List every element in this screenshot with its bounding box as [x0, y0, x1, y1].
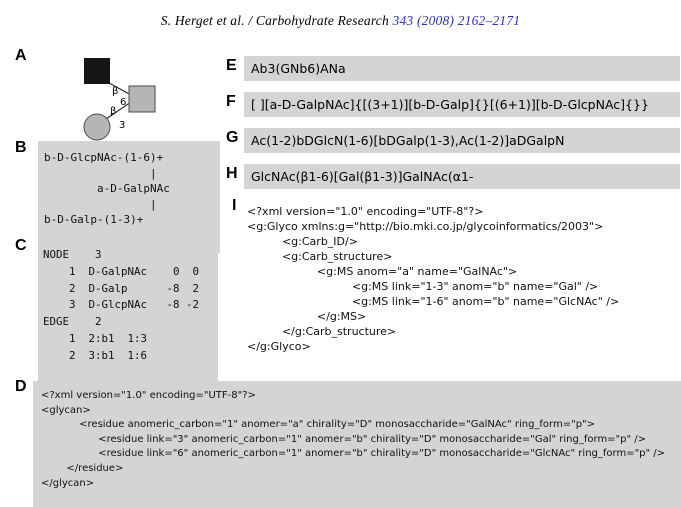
- panel-f-box: [ ][a-D-GalpNAc]{[(3+1)][b-D-Galp]{}[(6+…: [244, 92, 680, 117]
- anomer-beta-top-label: β: [112, 86, 118, 97]
- header-citation: 343 (2008) 2162–2171: [392, 13, 521, 28]
- panel-label-i: I: [232, 197, 237, 214]
- panel-f-linucs-notation-text: [ ][a-D-GalpNAc]{[(3+1)][b-D-Galp]{}[(6+…: [251, 97, 649, 112]
- glcnac-filled-square-icon: [84, 58, 110, 84]
- panel-label-g: G: [226, 129, 239, 146]
- anomer-beta-bottom-label: β: [110, 106, 116, 117]
- panel-label-d: D: [15, 378, 27, 395]
- panel-i-glycoml-notation-text: <?xml version="1.0" encoding="UTF-8"?> <…: [247, 205, 620, 353]
- panel-h-cfg-notation-text: GlcNAc(β1-6)[Gal(β1-3)]GalNAc(α1-: [251, 169, 474, 184]
- panel-b-box: b-D-GlcpNAc-(1-6)+ | a-D-GalpNAc | b-D-G…: [38, 141, 220, 253]
- journal-running-head: S. Herget et al. / Carbohydrate Research…: [0, 13, 681, 29]
- galnac-gray-square-icon: [128, 85, 156, 113]
- glycan-symbol-diagram: β 6 β 3: [83, 58, 156, 141]
- panel-label-f: F: [226, 93, 236, 110]
- panel-d-box: <?xml version="1.0" encoding="UTF-8"?> <…: [33, 381, 681, 507]
- panel-e-linearcode-notation-text: Ab3(GNb6)ANa: [251, 61, 346, 76]
- panel-label-h: H: [226, 165, 238, 182]
- panel-label-c: C: [15, 237, 27, 254]
- panel-d-xml-notation-text: <?xml version="1.0" encoding="UTF-8"?> <…: [41, 390, 666, 489]
- linkage-position-3-label: 3: [119, 120, 125, 131]
- panel-g-notation-text: Ac(1-2)bDGlcN(1-6)[bDGalp(1-3),Ac(1-2)]a…: [251, 133, 565, 148]
- linkage-line-beta6: [108, 82, 132, 96]
- linkage-position-6-label: 6: [120, 97, 126, 108]
- panel-c-kcf-notation-text: NODE 3 1 D-GalpNAc 0 0 2 D-Galp -8 2 3 D…: [43, 248, 200, 362]
- gal-gray-circle-icon: [83, 113, 111, 141]
- panel-b-iupac-notation-text: b-D-GlcpNAc-(1-6)+ | a-D-GalpNAc | b-D-G…: [44, 151, 170, 226]
- panel-label-b: B: [15, 139, 27, 156]
- panel-g-box: Ac(1-2)bDGlcN(1-6)[bDGalp(1-3),Ac(1-2)]a…: [244, 128, 680, 153]
- linkage-line-beta3: [105, 101, 132, 120]
- header-authors-journal: S. Herget et al. / Carbohydrate Research: [160, 13, 389, 28]
- panel-h-box: GlcNAc(β1-6)[Gal(β1-3)]GalNAc(α1-: [244, 164, 680, 189]
- panel-c-box: NODE 3 1 D-GalpNAc 0 0 2 D-Galp -8 2 3 D…: [38, 239, 218, 389]
- panel-label-a: A: [15, 47, 27, 64]
- panel-e-box: Ab3(GNb6)ANa: [244, 56, 680, 81]
- panel-label-e: E: [226, 57, 237, 74]
